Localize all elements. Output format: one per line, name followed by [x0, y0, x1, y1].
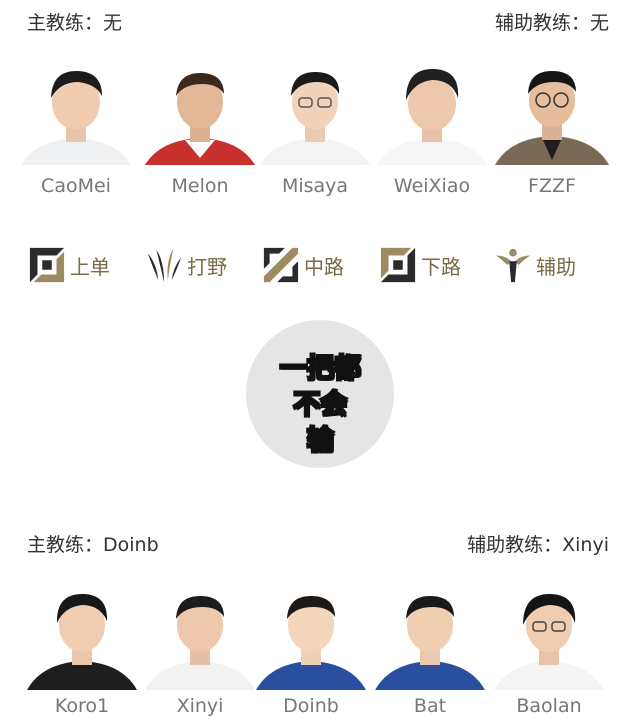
- player-photo: [21, 70, 131, 165]
- role-top: 上单: [28, 245, 110, 285]
- slogan-line: 输: [306, 424, 335, 457]
- player-name: WeiXiao: [393, 175, 471, 197]
- player-name: Misaya: [281, 175, 349, 197]
- support-icon: [495, 248, 531, 283]
- role-label: 中路: [304, 254, 344, 279]
- player-photo: [377, 68, 487, 165]
- player-photo: [145, 595, 255, 690]
- player-photo: [494, 593, 604, 690]
- team1-head-coach: 主教练：无: [27, 12, 123, 34]
- player-photo: [495, 70, 609, 165]
- top-lane-icon: [29, 247, 65, 283]
- player-photo: [260, 71, 370, 165]
- role-label: 上单: [70, 254, 110, 279]
- role-label: 打野: [187, 254, 227, 279]
- player-name: CaoMei: [41, 175, 111, 197]
- player-name: Bat: [413, 695, 447, 717]
- player-name: FZZF: [528, 175, 576, 197]
- player-name: Xinyi: [176, 695, 224, 717]
- role-mid: 中路: [262, 245, 344, 285]
- player-name: Doinb: [283, 695, 339, 717]
- role-bot: 下路: [379, 245, 461, 285]
- slogan-badge: 一把都 不会 输: [246, 320, 394, 468]
- player-photo: [145, 72, 255, 165]
- team2-roster: Koro1 Xinyi Doinb Bat: [0, 585, 641, 725]
- team1-roster: CaoMei Melon Misaya WeiXiao: [0, 60, 641, 200]
- jungle-icon: [147, 247, 182, 283]
- player-photo: [375, 595, 485, 690]
- player-photo: [27, 593, 137, 690]
- player-photo: [256, 595, 366, 690]
- team2-head-coach: 主教练：Doinb: [27, 534, 159, 556]
- team2-assistant-coach: 辅助教练：Xinyi: [467, 534, 609, 556]
- slogan-line: 一把都: [279, 352, 362, 385]
- player-name: Koro1: [54, 695, 110, 717]
- player-name: Melon: [171, 175, 229, 197]
- team1-assistant-coach: 辅助教练：无: [494, 12, 609, 34]
- role-label: 辅助: [536, 254, 576, 279]
- role-support: 辅助: [494, 245, 576, 285]
- role-jungle: 打野: [145, 245, 227, 285]
- mid-lane-icon: [263, 247, 299, 283]
- role-label: 下路: [421, 254, 461, 279]
- bot-lane-icon: [380, 247, 416, 283]
- player-name: Baolan: [516, 695, 582, 717]
- slogan-line: 不会: [292, 388, 348, 421]
